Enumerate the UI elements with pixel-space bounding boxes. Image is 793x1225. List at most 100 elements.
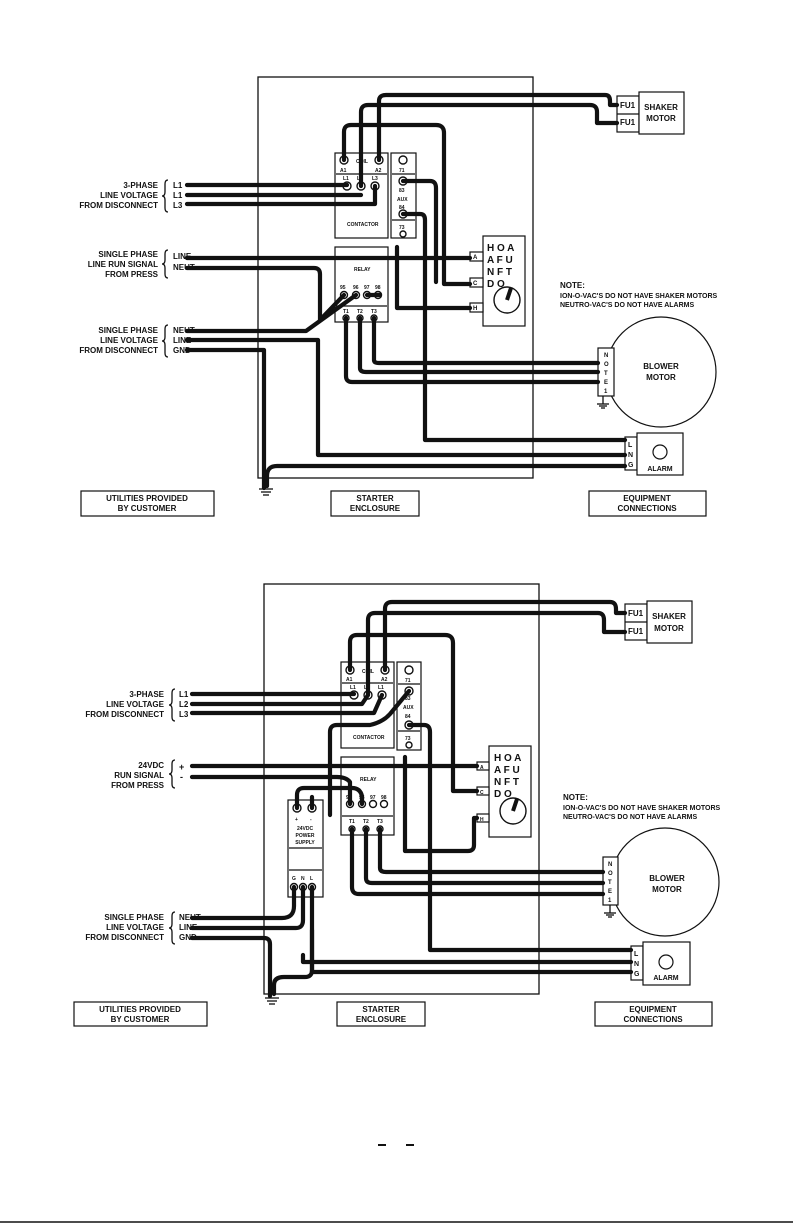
hoa-row-1: H O A [494,753,521,764]
hoa-selector-switch: H O A A F U N F T D O A C H [476,745,532,838]
note-title: NOTE: [560,281,585,290]
blower-note-1: 1 [608,898,612,904]
footer-equipment-2: CONNECTIONS [617,504,677,513]
alarm-term-g: G [634,971,640,978]
source-term-2: L2 [179,700,189,709]
supply-label-2: LINE VOLTAGE [106,923,165,932]
supply-label-3: FROM DISCONNECT [85,933,164,942]
relay-out-t1: T1 [343,309,349,315]
hoa-row-3: N F T [487,267,512,278]
psu-name-2: POWER [296,833,315,839]
supply-label-2: LINE VOLTAGE [100,336,159,345]
contactor-a2-label: A2 [381,677,388,683]
shaker-name-1: SHAKER [644,103,678,112]
relay-pin-98: 98 [375,285,381,291]
shaker-name-2: MOTOR [646,114,676,123]
signal-label-2: LINE RUN SIGNAL [88,260,158,269]
supply-term-gnd: GND [179,933,197,942]
alarm-icon [658,954,674,970]
note-line-2: NEUTRO-VAC'S DO NOT HAVE ALARMS [563,814,697,821]
blower-name-2: MOTOR [646,373,676,382]
contactor-a2-label: A2 [375,168,382,174]
aux-83-label: 83 [399,188,405,194]
psu-pin-plus: + [295,817,298,823]
shaker-fuse-1: FU1 [620,101,636,110]
run-signal-source: 24VDC RUN SIGNAL FROM PRESS + - [111,759,184,790]
hoa-row-4: D O [487,279,505,290]
alarm-term-l: L [634,951,639,958]
psu-name-3: SUPPLY [295,840,315,846]
alarm: L N G ALARM [624,432,684,476]
aux-73-label: 73 [405,736,411,742]
hoa-term-h: H [480,817,484,823]
blower-note-e: E [604,380,608,386]
note-line-1: ION-O-VAC'S DO NOT HAVE SHAKER MOTORS [563,805,721,812]
power-supply-24vdc: + - 24VDC POWER SUPPLY G N L [287,799,324,898]
source-term-3: L3 [179,710,189,719]
source-term-1: L1 [179,690,189,699]
blower-note-1: 1 [604,389,608,395]
relay-pin-97: 97 [364,285,370,291]
hoa-row-3: N F T [494,777,519,788]
alarm-term-l: L [628,442,633,449]
blower-note-n: N [604,353,608,359]
aux-71-label: 71 [405,678,411,684]
supply-term-line: LINE [173,336,192,345]
signal-term-neut: NEUT [173,263,195,272]
hoa-row-4: D O [494,789,512,800]
starter-enclosure-outline [263,583,540,995]
note: NOTE: ION-O-VAC'S DO NOT HAVE SHAKER MOT… [563,793,721,821]
aux-84-label: 84 [405,714,411,720]
signal-term-plus: + [179,762,184,772]
note-line-2: NEUTRO-VAC'S DO NOT HAVE ALARMS [560,302,694,309]
footer-starter-2: ENCLOSURE [350,504,401,513]
shaker-fuse-2: FU1 [620,118,636,127]
signal-label-3: FROM PRESS [111,781,165,790]
signal-term-line: LINE [173,252,192,261]
signal-label-2: RUN SIGNAL [114,771,164,780]
relay-pin-98: 98 [381,795,387,801]
shaker-motor: FU1 FU1 SHAKER MOTOR [616,91,685,135]
contactor-l3-label: L1 [378,685,384,691]
contactor-name: CONTACTOR [353,735,385,741]
footer-utilities-2: BY CUSTOMER [118,504,177,513]
signal-term-minus: - [180,772,183,782]
shaker-name-2: MOTOR [654,624,684,633]
relay-pin-97: 97 [370,795,376,801]
alarm-term-n: N [628,452,633,459]
relay-pin-96: 96 [353,285,359,291]
supply-term-neut: NEUT [173,326,195,335]
blower-motor: N O T E 1 BLOWER MOTOR [597,316,717,428]
aux-83-label: 83 [405,696,411,702]
shaker-name-1: SHAKER [652,612,686,621]
footer-utilities-2: BY CUSTOMER [111,1015,170,1024]
note-title: NOTE: [563,793,588,802]
footer-1: UTILITIES PROVIDED BY CUSTOMER STARTER E… [80,490,707,517]
blower-note-n: N [608,862,612,868]
aux-71-label: 71 [399,168,405,174]
psu-term-n: N [301,876,305,882]
footer-equipment-1: EQUIPMENT [629,1005,677,1014]
aux-contact-block: 71 83 AUX 84 73 [390,152,417,239]
contactor-a1-label: A1 [340,168,347,174]
wires-1 [184,92,628,491]
blower-note-o: O [608,871,613,877]
wiring-diagram-2: A1 COIL A2 L1 L2 L1 CONTACTOR 71 83 AUX … [73,583,721,1027]
relay-out-t3: T3 [377,819,383,825]
alarm-name: ALARM [653,975,678,982]
contactor-l3-label: L3 [372,176,378,182]
supply-term-gnd: GND [173,346,191,355]
blower-note-e: E [608,889,612,895]
contactor-l1-label: L1 [343,176,349,182]
contactor-a1-label: A1 [346,677,353,683]
wires-2 [189,599,634,999]
relay-out-t2: T2 [357,309,363,315]
relay-pin-95: 95 [340,285,346,291]
hoa-term-a: A [480,765,484,771]
blower-note-t: T [604,371,608,377]
blower-note-o: O [604,362,609,368]
source-3phase: 3-PHASE LINE VOLTAGE FROM DISCONNECT L1 … [79,179,183,213]
supply-label-1: SINGLE PHASE [104,913,164,922]
single-phase-source: SINGLE PHASE LINE VOLTAGE FROM DISCONNEC… [85,911,201,945]
hoa-term-a: A [473,255,478,261]
